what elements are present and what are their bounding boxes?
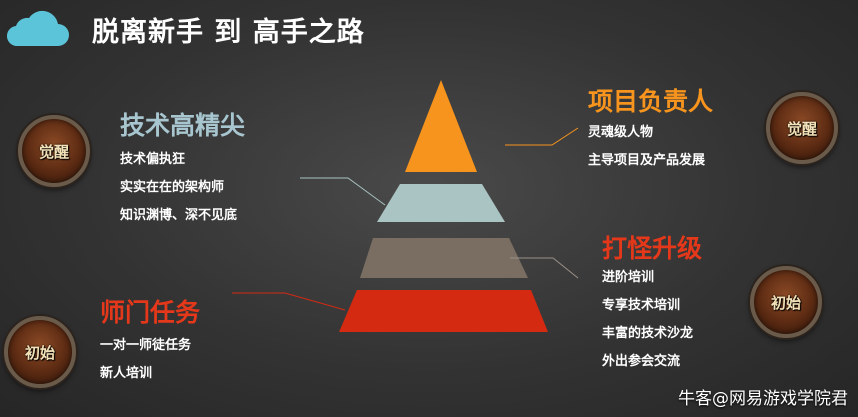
badge-initial-left: 初始: [4, 316, 76, 388]
tech-elite-list: 技术偏执狂 实实在在的架构师 知识渊博、深不见底: [120, 146, 237, 230]
page-title: 脱离新手 到 高手之路: [92, 17, 365, 48]
pyramid-layer-3: [360, 238, 528, 278]
heading-project-lead: 项目负责人: [588, 87, 714, 116]
heading-tech-elite: 技术高精尖: [120, 111, 246, 140]
connector-line-left-bottom: [232, 292, 346, 311]
mentor-task-list: 一对一师徒任务 新人培训: [100, 332, 191, 388]
watermark: 牛客@网易游戏学院君: [678, 389, 848, 409]
cloud-icon: [6, 10, 69, 47]
connector-line-right-top: [505, 127, 579, 146]
list-item: 实实在在的架构师: [120, 180, 225, 195]
list-item: 进阶培训: [602, 270, 655, 285]
connector-line-right-bottom: [510, 257, 579, 279]
badge-awaken-right: 觉醒: [766, 92, 838, 164]
pyramid-layer-2: [377, 184, 505, 222]
list-item: 技术偏执狂: [120, 152, 186, 167]
level-up-list: 进阶培训 专享技术培训 丰富的技术沙龙 外出参会交流: [602, 264, 693, 376]
badge-awaken-left: 觉醒: [18, 115, 90, 187]
project-lead-list: 灵魂级人物 主导项目及产品发展: [588, 119, 705, 175]
pyramid-layer-top: [405, 80, 477, 172]
list-item: 知识渊博、深不见底: [120, 208, 238, 223]
heading-level-up: 打怪升级: [602, 234, 703, 263]
pyramid-layer-bottom: [339, 290, 548, 332]
list-item: 主导项目及产品发展: [588, 153, 706, 168]
list-item: 新人培训: [100, 366, 153, 381]
connector-line-left-top: [300, 177, 386, 206]
list-item: 外出参会交流: [602, 354, 681, 369]
badge-initial-right: 初始: [750, 266, 822, 338]
list-item: 一对一师徒任务: [100, 338, 192, 353]
list-item: 灵魂级人物: [588, 125, 654, 140]
heading-mentor-task: 师门任务: [100, 298, 201, 327]
list-item: 丰富的技术沙龙: [602, 326, 694, 341]
list-item: 专享技术培训: [602, 298, 681, 313]
